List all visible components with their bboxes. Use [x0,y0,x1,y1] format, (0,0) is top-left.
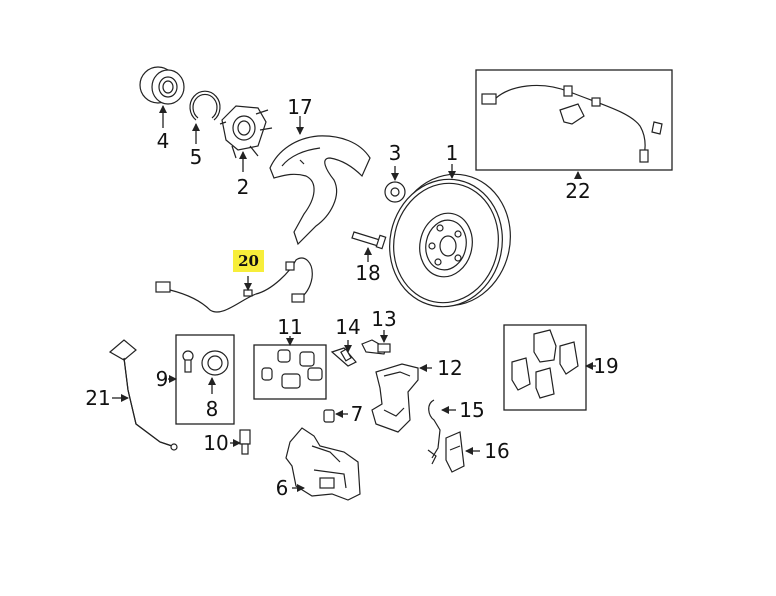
callout-8[interactable]: 8 [206,397,219,421]
washer-part[interactable] [384,181,406,203]
shim-16-part[interactable] [445,431,465,473]
callout-2[interactable]: 2 [237,175,250,199]
clip-15-part[interactable] [427,399,441,465]
callout-3[interactable]: 3 [389,141,402,165]
wiring-harness-part[interactable] [481,84,663,163]
callout-14[interactable]: 14 [335,315,360,339]
callout-16[interactable]: 16 [484,439,509,463]
brake-pads-part[interactable] [511,329,579,399]
guide-pin-boots-part[interactable] [261,349,323,389]
callout-19[interactable]: 19 [593,354,618,378]
snap-ring-part[interactable] [189,90,221,121]
callout-17[interactable]: 17 [287,95,312,119]
brake-rotor-part[interactable] [378,163,523,317]
callout-10[interactable]: 10 [203,431,228,455]
bleeder-screw-part[interactable] [182,350,194,373]
guide-pin-part[interactable] [330,347,357,367]
hub-part[interactable] [219,105,273,159]
callout-12[interactable]: 12 [437,356,462,380]
cap-8-part[interactable] [201,350,229,376]
bolt-18-part[interactable] [351,231,387,250]
callout-11[interactable]: 11 [277,315,302,339]
bolt-13-part[interactable] [361,339,391,355]
callout-9[interactable]: 9 [156,367,169,391]
callout-1[interactable]: 1 [446,141,459,165]
callout-22[interactable]: 22 [565,179,590,203]
callout-4[interactable]: 4 [157,129,170,153]
callout-20-highlight [233,250,264,272]
abs-sensor-wire-part[interactable] [155,257,313,313]
harness-22-frame [475,69,673,171]
callout-6[interactable]: 6 [276,476,289,500]
splash-shield-part[interactable] [269,135,371,246]
bleeder-10-part[interactable] [239,429,251,455]
caliper-bracket-part[interactable] [371,363,419,433]
callout-20[interactable]: 20 [238,252,259,270]
callout-7[interactable]: 7 [351,402,364,426]
cap-7-part[interactable] [323,409,335,423]
caliper-part[interactable] [285,427,361,501]
callout-21[interactable]: 21 [85,386,110,410]
callout-13[interactable]: 13 [371,307,396,331]
wheel-bearing-part[interactable] [139,66,185,105]
callout-5[interactable]: 5 [190,145,203,169]
callout-15[interactable]: 15 [459,398,484,422]
callout-18[interactable]: 18 [355,261,380,285]
brake-hose-part[interactable] [108,339,178,451]
